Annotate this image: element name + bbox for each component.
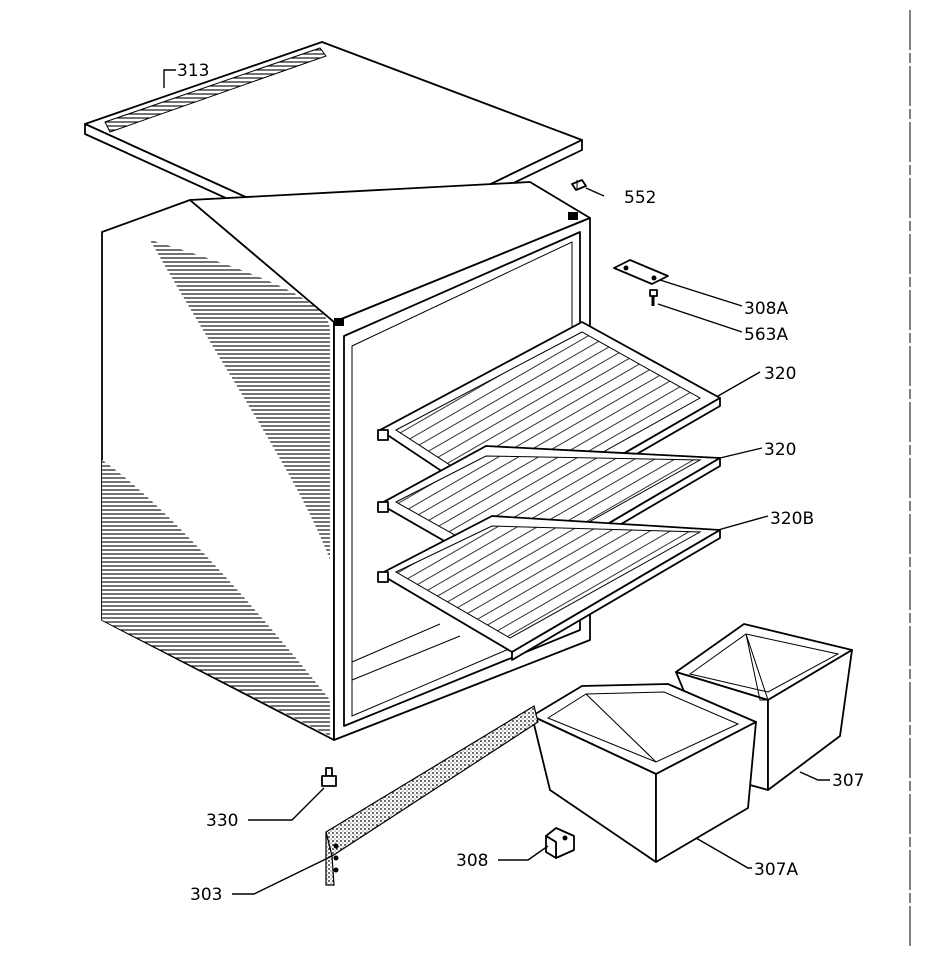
label-303: 303 bbox=[190, 885, 222, 905]
label-330: 330 bbox=[206, 811, 238, 831]
label-320b: 320B bbox=[770, 509, 814, 529]
hinge-pin-part bbox=[571, 179, 587, 191]
foot-screw-part bbox=[321, 767, 337, 787]
leader-lines bbox=[163, 69, 830, 895]
label-307a: 307A bbox=[754, 860, 798, 880]
hinge-plate-part bbox=[613, 259, 669, 285]
label-320-top: 320 bbox=[764, 364, 796, 384]
kick-plate-part bbox=[325, 705, 539, 886]
label-552: 552 bbox=[624, 188, 656, 208]
top-cover-vents bbox=[104, 47, 327, 133]
hinge-block-right bbox=[568, 212, 578, 220]
label-563a: 563A bbox=[744, 325, 788, 345]
cabinet-side-shading bbox=[102, 240, 330, 736]
hinge-screw-part bbox=[649, 289, 658, 306]
label-320-middle: 320 bbox=[764, 440, 796, 460]
bracket-part bbox=[545, 827, 575, 859]
label-308: 308 bbox=[456, 851, 488, 871]
shelf-bottom-part bbox=[377, 515, 721, 661]
cabinet-body-part bbox=[101, 181, 591, 741]
label-307: 307 bbox=[832, 771, 864, 791]
drawer-left-part bbox=[531, 683, 757, 863]
hinge-block-left bbox=[334, 318, 344, 326]
label-308a: 308A bbox=[744, 299, 788, 319]
label-313: 313 bbox=[177, 61, 209, 81]
